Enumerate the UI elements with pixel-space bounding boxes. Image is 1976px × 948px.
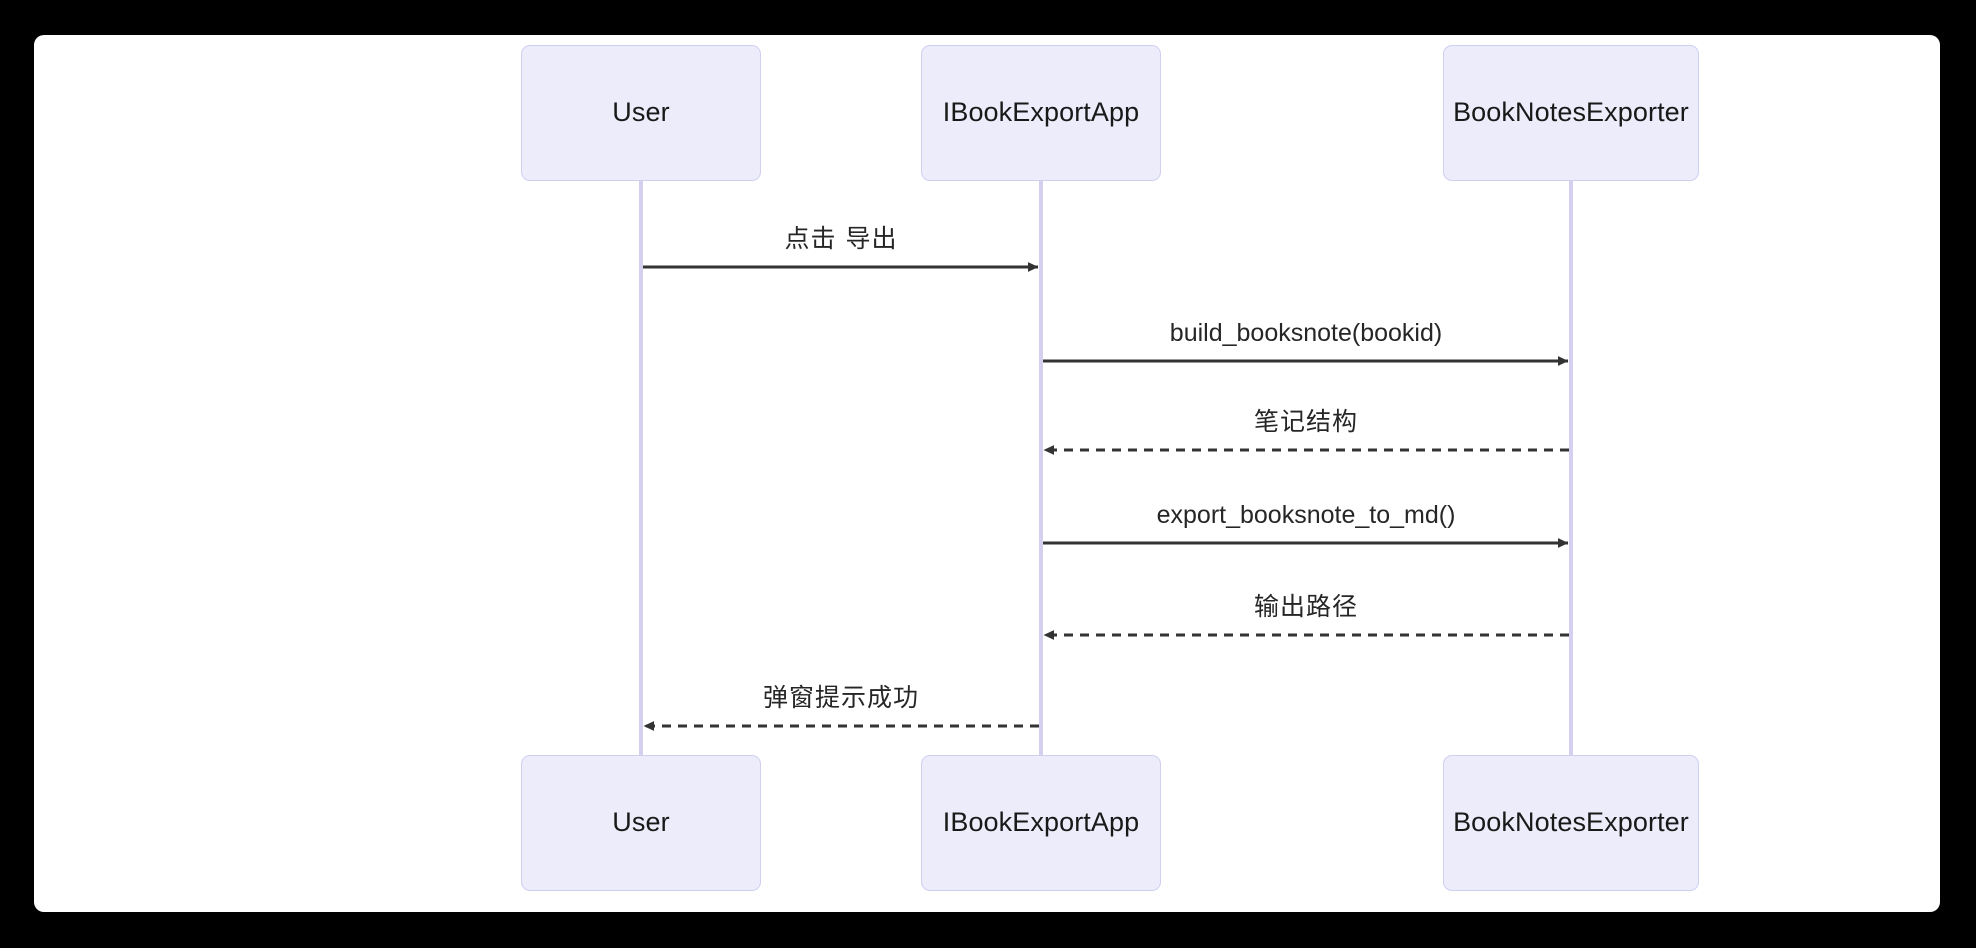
participant-label: BookNotesExporter: [1453, 807, 1689, 838]
participant-label: User: [612, 807, 670, 838]
message-label-1: 点击 导出: [784, 224, 898, 253]
participant-box-user-top[interactable]: User: [521, 45, 761, 181]
message-label-2: build_booksnote(bookid): [1169, 319, 1443, 347]
participant-label: IBookExportApp: [942, 97, 1140, 128]
participant-box-exporter-top[interactable]: BookNotesExporter: [1443, 45, 1699, 181]
message-label-3: 笔记结构: [1253, 407, 1359, 436]
participant-box-app-bottom[interactable]: IBookExportApp: [921, 755, 1161, 891]
message-label-4: export_booksnote_to_md(): [1156, 501, 1456, 529]
lifelines-group: [639, 181, 1573, 755]
participant-label: User: [612, 97, 670, 128]
sequence-diagram-graphics: [639, 181, 1573, 755]
message-label-6: 弹窗提示成功: [762, 683, 920, 712]
participant-box-exporter-bottom[interactable]: BookNotesExporter: [1443, 755, 1699, 891]
participant-label: BookNotesExporter: [1453, 97, 1689, 128]
message-arrows-group: [643, 262, 1569, 731]
participant-box-user-bottom[interactable]: User: [521, 755, 761, 891]
message-label-5: 输出路径: [1253, 592, 1359, 621]
participant-label: IBookExportApp: [942, 807, 1140, 838]
participant-box-app-top[interactable]: IBookExportApp: [921, 45, 1161, 181]
